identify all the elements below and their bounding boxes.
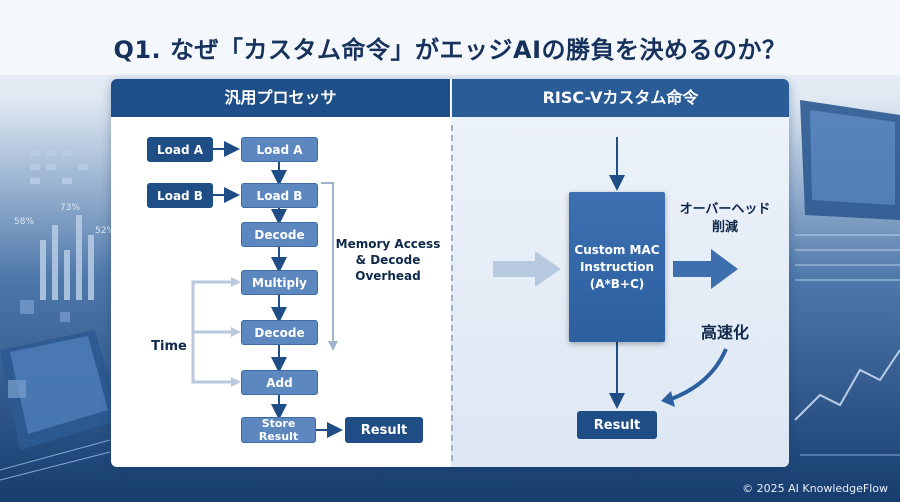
panel-divider — [451, 125, 453, 461]
mac-line-1: Custom MAC — [574, 242, 660, 257]
right-result-box: Result — [577, 411, 657, 439]
copyright: © 2025 AI KnowledgeFlow — [742, 482, 888, 495]
page-title: Q1. なぜ「カスタム命令」がエッジAIの勝負を決めるのか？ — [113, 36, 787, 64]
store-result-box: Store Result — [241, 417, 316, 443]
time-label: Time — [151, 339, 187, 354]
time-loop-lines — [191, 280, 237, 384]
speedup-label: 高速化 — [700, 323, 749, 342]
big-arrow-out — [673, 249, 738, 289]
risc-v-header: RISC-Vカスタム命令 — [452, 79, 789, 117]
reduction-line-2: 削減 — [711, 220, 738, 235]
big-arrow-in — [493, 251, 561, 287]
left-result-box: Result — [345, 417, 423, 443]
speedup-arrow — [670, 348, 728, 401]
mac-line-2: Instruction — [579, 259, 655, 274]
memory-overhead-label: Memory Access & Decode Overhead — [333, 236, 443, 284]
overhead-line-2: & Decode — [355, 253, 421, 267]
overhead-line-3: Overhead — [355, 269, 421, 283]
reduction-line-1: オーバーヘッド — [679, 202, 771, 217]
general-processor-header: 汎用プロセッサ — [111, 79, 450, 117]
background-percent-1: 73% — [60, 203, 81, 213]
background-percent-2: 58% — [14, 217, 35, 227]
background-percent-3: 52% — [95, 226, 116, 236]
mac-line-3: (A*B+C) — [589, 276, 645, 291]
multiply-box: Multiply — [241, 270, 318, 295]
add-box: Add — [241, 370, 318, 395]
overhead-bracket — [321, 182, 334, 347]
left-chip-graphic — [0, 330, 120, 481]
load-a-box: Load A — [241, 137, 318, 162]
overhead-line-1: Memory Access — [335, 237, 441, 251]
decode-box-1: Decode — [241, 222, 318, 247]
load-b-box: Load B — [241, 183, 318, 208]
load-b-input-box: Load B — [147, 183, 213, 208]
overhead-reduction-label: オーバーヘッド 削減 — [666, 201, 784, 237]
flow-arrows — [191, 137, 738, 438]
decode-box-2: Decode — [241, 320, 318, 345]
custom-mac-box: Custom MAC Instruction (A*B+C) — [569, 192, 665, 342]
load-a-input-box: Load A — [147, 137, 213, 162]
comparison-panel: 汎用プロセッサ RISC-Vカスタム命令 — [111, 79, 789, 467]
right-chip-graphic — [794, 100, 900, 456]
